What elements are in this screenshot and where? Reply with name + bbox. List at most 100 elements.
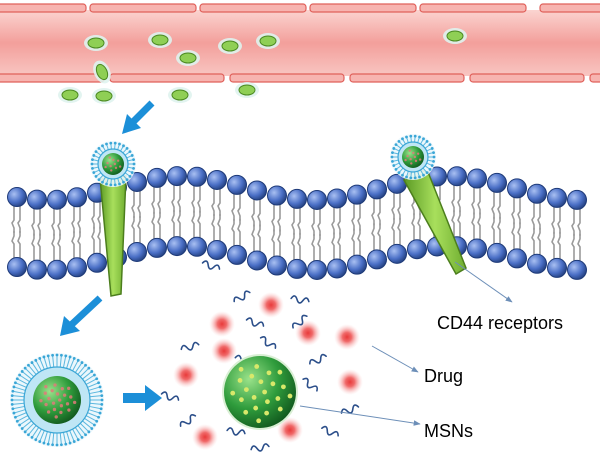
lipid-head xyxy=(147,237,167,258)
lipid-head xyxy=(147,167,167,188)
lipid-head xyxy=(367,179,387,200)
drug-molecule xyxy=(337,369,363,395)
lipid-head xyxy=(267,185,287,206)
lipid-head xyxy=(547,257,567,278)
drug-molecule xyxy=(192,424,218,450)
pore xyxy=(287,393,293,399)
vessel-wall-segment xyxy=(349,73,465,83)
lipid-pair xyxy=(187,166,207,257)
nanoparticle-cell xyxy=(176,50,200,66)
lipid-head xyxy=(527,183,547,204)
lipid-pair xyxy=(267,185,287,276)
nanoparticle-cell xyxy=(218,38,242,54)
lipid-head xyxy=(267,255,287,276)
pore xyxy=(253,405,259,411)
lipid-pair xyxy=(47,189,67,280)
lipid-head xyxy=(287,258,307,279)
vessel-wall-segment xyxy=(229,73,345,83)
pore xyxy=(258,379,264,385)
drug-molecule xyxy=(277,417,303,443)
polymer-strand xyxy=(321,425,339,437)
pore xyxy=(264,410,270,416)
lipid-head xyxy=(207,169,227,190)
lipid-pair xyxy=(567,189,587,280)
pore xyxy=(277,369,283,375)
lipid-head xyxy=(87,252,107,273)
lipid-head xyxy=(447,166,467,187)
lipid-head xyxy=(547,187,567,208)
drug-label: Drug xyxy=(424,366,463,386)
pore xyxy=(230,390,236,396)
drug-molecule xyxy=(173,362,199,388)
lipid-pair xyxy=(167,166,187,257)
arrow-release-icon xyxy=(123,385,162,411)
nanoparticle-cell xyxy=(84,35,108,51)
pore xyxy=(256,418,262,424)
polymer-strand xyxy=(309,353,327,365)
vessel-wall-segment xyxy=(589,73,600,83)
lipid-head xyxy=(247,250,267,271)
polymer-strand xyxy=(180,341,200,351)
vessel-wall-segment xyxy=(0,73,105,83)
polymer-strand xyxy=(250,443,270,452)
polymer-strand xyxy=(292,314,308,329)
msn-nanoparticle xyxy=(222,354,298,430)
drug-molecule xyxy=(211,338,237,364)
lipid-head xyxy=(207,239,227,260)
polymer-strand xyxy=(233,290,251,303)
lipid-head xyxy=(7,187,27,208)
pore xyxy=(262,389,268,395)
nanoparticle-cell xyxy=(168,87,192,103)
lipid-pair xyxy=(27,189,47,280)
arrow-membrane-to-cell-icon xyxy=(60,295,103,336)
lipid-head xyxy=(467,168,487,189)
lipid-head xyxy=(407,239,427,260)
lipid-head xyxy=(307,189,327,210)
vessel-wall-segment xyxy=(109,73,225,83)
lipid-head xyxy=(227,244,247,265)
lipid-head xyxy=(327,258,347,279)
internalized-coated-nanoparticle xyxy=(10,353,104,447)
msn-pointer-line xyxy=(299,405,421,426)
cd44-receptor-left xyxy=(99,171,127,297)
vessel-wall-segment xyxy=(309,3,417,13)
nanoparticle-cell xyxy=(256,33,280,49)
lipid-head xyxy=(27,259,47,280)
vessel-wall-segment xyxy=(469,73,585,83)
lipid-head xyxy=(307,259,327,280)
lipid-head xyxy=(327,188,347,209)
lipid-head xyxy=(187,236,207,257)
lipid-head xyxy=(167,236,187,257)
circulating-nanoparticles xyxy=(58,28,467,104)
lipid-head xyxy=(347,184,367,205)
lipid-pair xyxy=(207,169,227,260)
polymer-strand xyxy=(302,377,318,392)
pore xyxy=(251,394,257,400)
lipid-head xyxy=(507,248,527,269)
vessel-wall-segment xyxy=(539,3,600,13)
lipid-head xyxy=(47,259,67,280)
lipid-head xyxy=(367,249,387,270)
lipid-head xyxy=(567,259,587,280)
lipid-head xyxy=(247,180,267,201)
pore xyxy=(281,384,286,390)
vessel-wall-bottom xyxy=(0,73,600,83)
bound-nanoparticle-right xyxy=(390,134,436,180)
lipid-pair xyxy=(467,168,487,259)
lipid-head xyxy=(527,253,547,274)
lipid-pair xyxy=(487,172,507,263)
pore xyxy=(277,406,283,412)
pore xyxy=(239,397,244,403)
lipid-head xyxy=(187,166,207,187)
lipid-pair xyxy=(527,183,547,274)
lipid-pair xyxy=(247,180,267,271)
polymer-strand xyxy=(160,391,180,401)
lipid-pair xyxy=(7,187,27,278)
lipid-head xyxy=(227,174,247,195)
pore xyxy=(243,409,249,415)
arrow-vessel-to-membrane-icon xyxy=(122,100,155,134)
lipid-head xyxy=(467,238,487,259)
nanoparticle-cell xyxy=(148,32,172,48)
polymer-strand xyxy=(226,427,246,436)
